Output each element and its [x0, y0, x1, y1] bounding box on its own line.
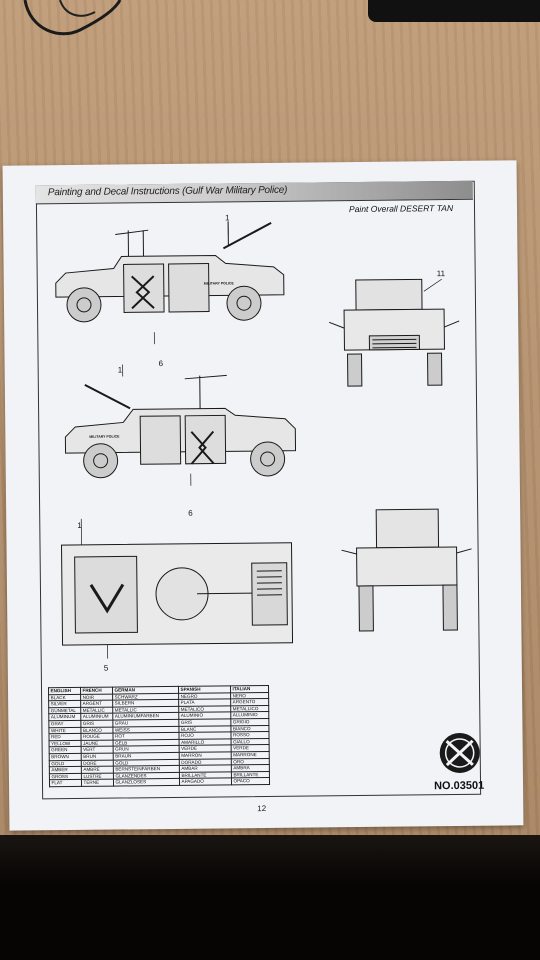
dark-floor-area — [0, 835, 540, 960]
brand-logo — [439, 732, 480, 773]
humvee-rear-view — [341, 508, 472, 632]
decal-military-police-top: MILITARY POLICE — [203, 281, 234, 286]
table-cell: GLANZLOSES — [113, 778, 180, 786]
vehicle-drawings — [55, 221, 472, 659]
callout-1-top: 1 — [225, 213, 230, 223]
table-cell: TERNE — [81, 779, 114, 787]
callout-1-topview: 1 — [77, 520, 82, 530]
table-cell: FLAT — [49, 779, 82, 787]
decal-military-police-bottom: MILITARY POLICE — [89, 434, 120, 439]
humvee-front-view — [329, 278, 460, 387]
callout-5: 5 — [103, 663, 109, 673]
table-cell: APAGADO — [179, 778, 232, 786]
page-number: 12 — [257, 803, 267, 814]
callout-1-bottom: 1 — [117, 365, 123, 375]
table-cell: ALUMINIUM — [80, 713, 113, 721]
callout-6-top: 6 — [158, 359, 164, 369]
table-cell: GUNMETAL — [48, 707, 81, 715]
model-number: NO.03501 — [433, 779, 485, 793]
paint-color-table: ENGLISH FRENCH GERMAN SPANISH ITALIAN BL… — [48, 685, 270, 787]
instruction-sheet: Painting and Decal Instructions (Gulf Wa… — [2, 160, 524, 831]
humvee-top-view — [61, 542, 294, 646]
callout-11: 11 — [436, 269, 446, 279]
humvee-side-view-top — [55, 221, 285, 323]
cable — [23, 0, 122, 36]
dark-object-top-right — [368, 0, 540, 22]
humvee-side-view-bottom — [64, 374, 297, 479]
table-cell: OPACO — [231, 777, 270, 785]
callout-6-bottom: 6 — [188, 508, 193, 518]
